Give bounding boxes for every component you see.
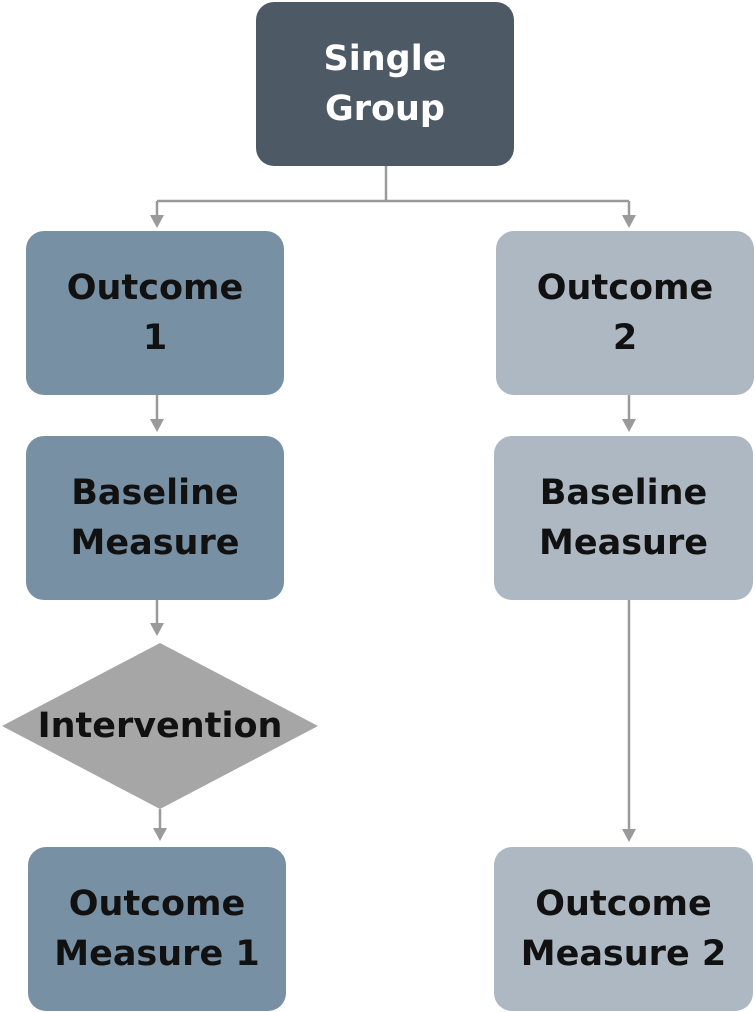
outcome-measure-2-label-line2: Measure 2: [520, 934, 727, 974]
outcome-measure-2-node: Outcome Measure 2: [494, 847, 753, 1011]
intervention-diamond-shape: [2, 643, 318, 809]
arrowhead-to-outcome-2: [622, 215, 636, 228]
arrowhead-to-baseline-2: [622, 419, 636, 432]
outcome-2-label-line2: 2: [612, 318, 638, 358]
outcome-1-label-line1: Outcome: [66, 268, 244, 308]
arrowhead-to-baseline-1: [150, 419, 164, 432]
outcome-measure-2-label-line1: Outcome: [535, 884, 712, 924]
baseline-1-label-line2: Measure: [70, 523, 240, 563]
intervention-label: Intervention: [37, 706, 283, 746]
outcome-measure-1-node: Outcome Measure 1: [28, 847, 286, 1011]
outcome-measure-1-label-line1: Outcome: [68, 884, 246, 924]
outcome-1-node: Outcome 1: [26, 231, 284, 395]
baseline-2-label-line1: Baseline: [539, 473, 708, 513]
single-group-node: Single Group: [256, 2, 514, 166]
arrowhead-to-outcome-measure-1: [153, 828, 167, 841]
single-group-label-line1: Single: [323, 39, 447, 79]
baseline-1-label-line1: Baseline: [71, 473, 239, 513]
outcome-measure-1-label-line2: Measure 1: [54, 934, 260, 974]
outcome-2-label-line1: Outcome: [536, 268, 714, 308]
baseline-measure-2-node: Baseline Measure: [494, 436, 753, 600]
intervention-node: Intervention: [2, 643, 318, 809]
baseline-measure-1-node: Baseline Measure: [26, 436, 284, 600]
arrowhead-to-intervention: [150, 623, 164, 636]
arrowhead-to-outcome-1: [150, 215, 164, 228]
outcome-1-label-line2: 1: [142, 318, 168, 358]
baseline-2-label-line2: Measure: [539, 523, 708, 563]
arrowhead-to-outcome-measure-2: [622, 829, 636, 842]
outcome-2-node: Outcome 2: [496, 231, 754, 395]
single-group-label-line2: Group: [324, 89, 445, 129]
